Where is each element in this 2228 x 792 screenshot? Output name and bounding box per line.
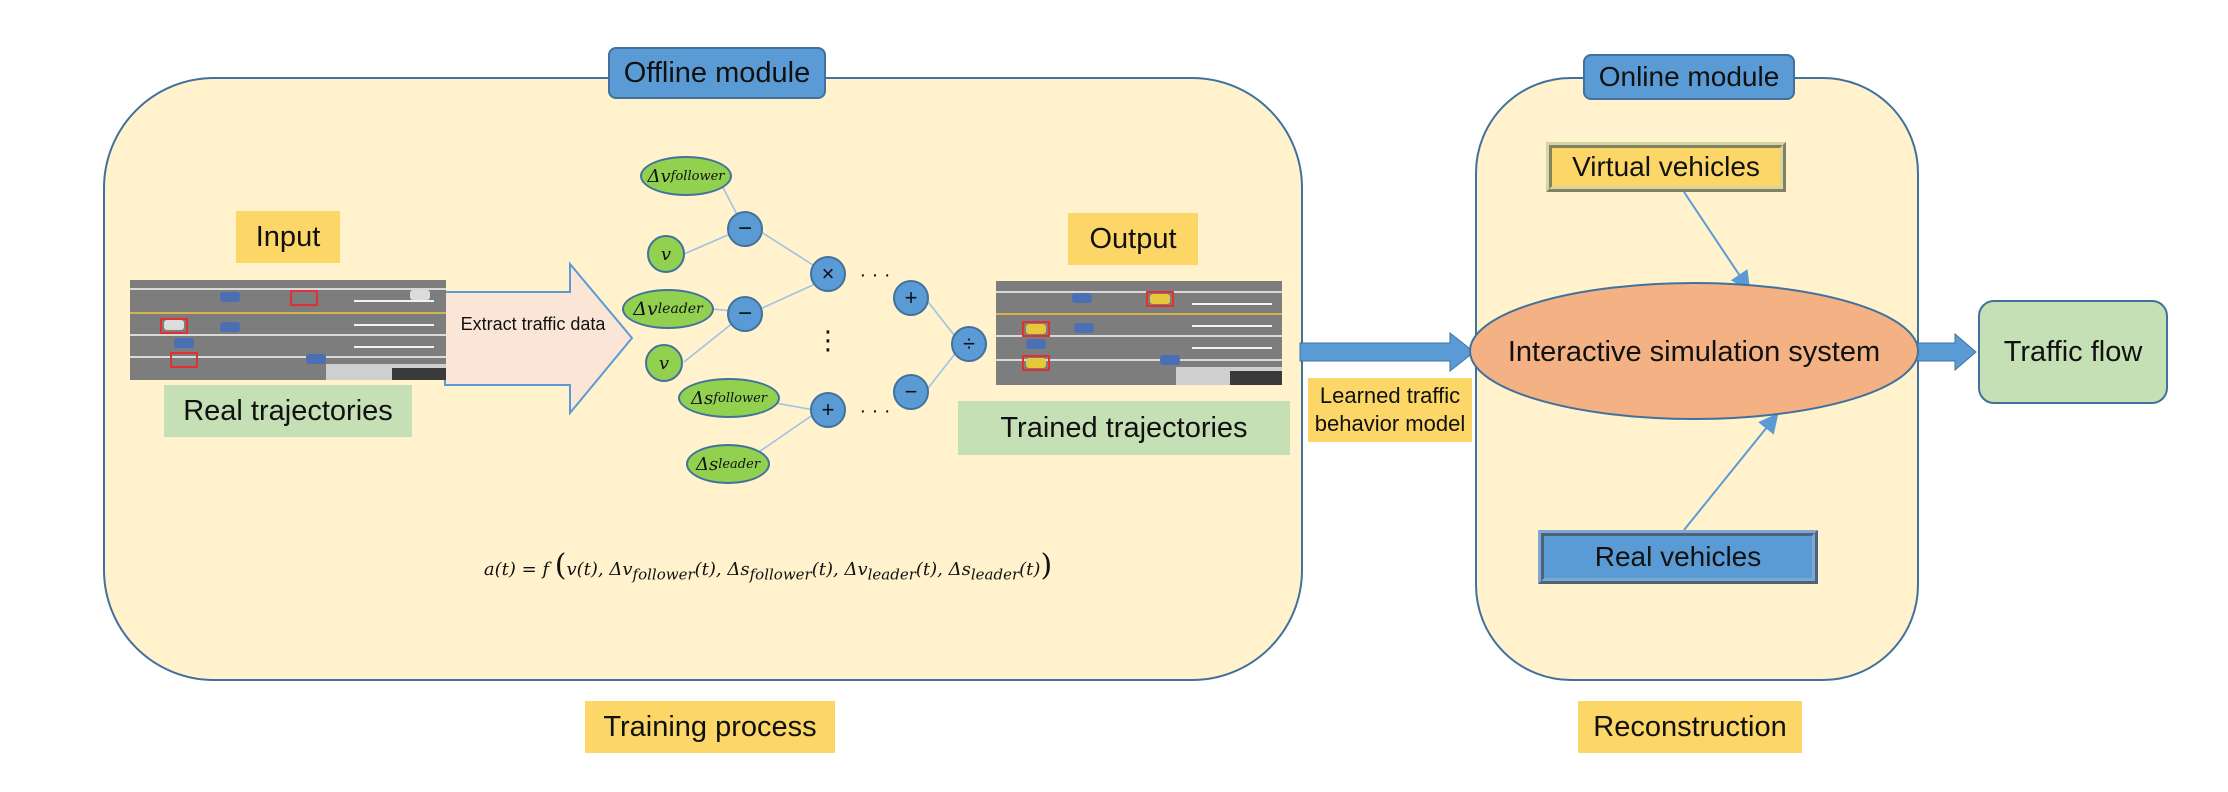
operator-multiply: × [810, 256, 846, 292]
simulation-system-label: Interactive simulation system [1507, 335, 1881, 368]
traffic-flow-box: Traffic flow [1978, 300, 2168, 404]
output-label: Output [1068, 213, 1198, 265]
trained-trajectories-label: Trained trajectories [958, 401, 1290, 455]
learned-model-line2: behavior model [1314, 411, 1466, 436]
ellipsis-vertical: ⋮ [815, 324, 841, 355]
learned-model-line1: Learned traffic [1319, 383, 1461, 408]
extract-arrow [444, 261, 634, 416]
real-trajectories-label: Real trajectories [164, 385, 412, 437]
ellipsis-bottom: · · · [859, 399, 891, 422]
operator-plus-low: + [810, 392, 846, 428]
real-vehicles-box: Real vehicles [1538, 530, 1818, 584]
training-process-label: Training process [585, 701, 835, 753]
node-v-2: v [645, 344, 683, 382]
ellipsis-top: · · · [859, 263, 891, 286]
offline-module-title: Offline module [608, 47, 826, 99]
online-module-title: Online module [1583, 54, 1795, 100]
operator-divide: ÷ [951, 326, 987, 362]
input-label: Input [236, 211, 340, 263]
operator-minus-1: − [727, 211, 763, 247]
virtual-to-system-connector [1683, 191, 1751, 292]
model-formula: a(t) = f (v(t), Δvfollower(t), Δsfollowe… [478, 546, 1058, 586]
node-v-1: v [647, 235, 685, 273]
reconstruction-label: Reconstruction [1578, 701, 1802, 753]
formula-text: a(t) = f (v(t), Δvfollower(t), Δsfollowe… [483, 548, 1053, 584]
trained-trajectories-image [996, 281, 1282, 385]
extract-traffic-data-label: Extract traffic data [460, 313, 606, 334]
real-trajectories-image [130, 280, 446, 380]
output-flow-arrow [1915, 332, 1977, 372]
learned-model-label: Learned traffic behavior model [1308, 378, 1472, 442]
virtual-vehicles-box: Virtual vehicles [1546, 142, 1786, 192]
simulation-system-ellipse [1469, 282, 1919, 420]
model-transfer-arrow [1299, 331, 1475, 373]
operator-minus-2: − [727, 296, 763, 332]
real-to-system-connector [1683, 412, 1779, 531]
operator-minus-3: − [893, 374, 929, 410]
operator-plus-top: + [893, 280, 929, 316]
